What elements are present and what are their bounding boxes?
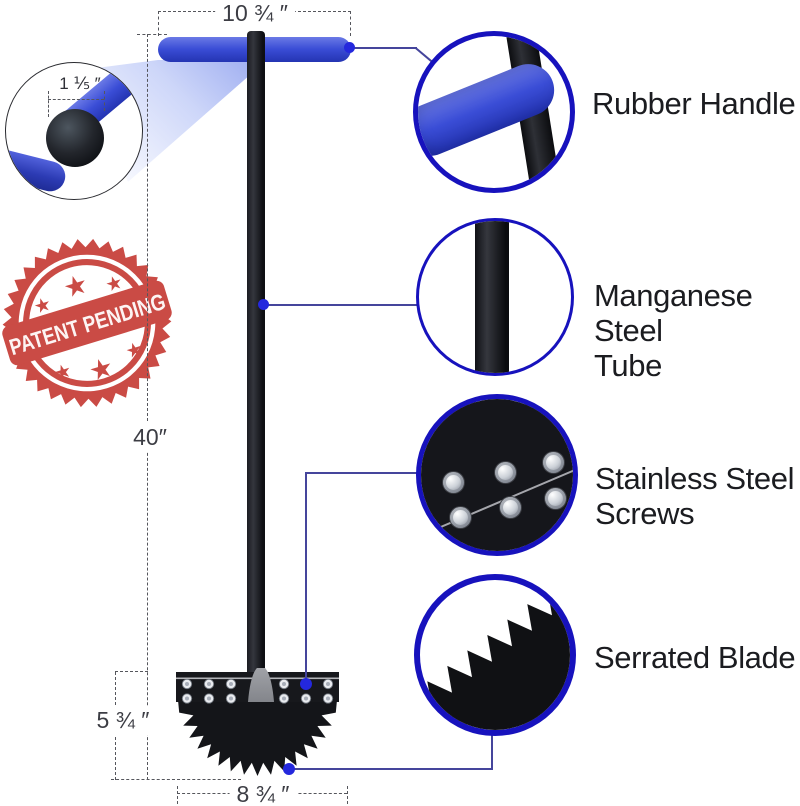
- serrated-blade-graphic: [176, 668, 339, 776]
- connector-blade-horizontal: [289, 768, 493, 770]
- blade-width-tick-left: [177, 786, 178, 804]
- label-stainless-steel-screws: Stainless Steel Screws: [595, 461, 794, 531]
- blade-width-label: 8 ¾ ″: [229, 780, 297, 806]
- blade-socket-wedge: [248, 668, 274, 702]
- label-rubber-handle: Rubber Handle: [592, 86, 796, 121]
- handle-joint-magnifier: 1 ⅕ ″: [5, 62, 143, 200]
- stamp-star: ★: [51, 358, 74, 385]
- grip-diameter-dim-line: [48, 99, 104, 100]
- zoomed-steel-tube: [475, 221, 509, 373]
- label-serrated-blade: Serrated Blade: [594, 640, 796, 675]
- screw-icon: [443, 472, 464, 493]
- screw-icon: [495, 462, 516, 483]
- screw-icon: [500, 497, 521, 518]
- callout-steel-tube-circle: [416, 218, 574, 376]
- label-manganese-steel-tube: Manganese Steel Tube: [594, 278, 800, 383]
- callout-rubber-handle-circle: [413, 31, 575, 193]
- handle-width-label: 10 ¾ ″: [215, 0, 295, 28]
- handle-width-tick-right: [350, 11, 351, 36]
- stamp-star: ★: [102, 270, 125, 297]
- blade-height-tick-bottom: [111, 779, 241, 780]
- screw-icon: [545, 488, 566, 509]
- stamp-star: ★: [31, 292, 54, 319]
- connector-screws-vertical: [305, 472, 307, 682]
- zoomed-joint-ball: [46, 109, 104, 167]
- grip-diameter-tick-left: [48, 91, 49, 117]
- shaft-length-dim-line: [147, 34, 148, 780]
- marker-dot-shaft: [258, 299, 269, 310]
- steel-shaft: [247, 31, 265, 677]
- shaft-length-label: 40″: [126, 423, 174, 452]
- marker-dot-blade: [283, 763, 295, 775]
- screw-icon: [450, 507, 471, 528]
- label-line: Rubber Handle: [592, 86, 796, 121]
- label-line: Screws: [595, 496, 695, 531]
- connector-blade-vertical: [491, 735, 493, 769]
- label-line: Tube: [594, 348, 662, 383]
- screw-icon: [543, 452, 564, 473]
- grip-diameter-label: 1 ⅕ ″: [59, 74, 101, 93]
- label-line: Stainless Steel: [595, 461, 795, 496]
- blade-height-tick-top: [115, 671, 148, 672]
- label-line: Manganese Steel: [594, 278, 753, 348]
- callout-screws-circle: [416, 394, 578, 556]
- zoomed-serrated-edge: [420, 588, 570, 730]
- marker-dot-handle: [344, 42, 355, 53]
- grip-diameter-tick-right: [104, 91, 105, 111]
- handle-width-tick-left: [158, 11, 159, 36]
- connector-screws-horizontal: [305, 472, 417, 474]
- connector-handle: [350, 47, 417, 49]
- patent-pending-stamp: ★ ★ ★ ★ ★ ★ PATENT PENDING: [2, 238, 172, 408]
- callout-serrated-blade-circle: [414, 574, 576, 736]
- blade-height-label: 5 ¾ ″: [89, 706, 157, 735]
- marker-dot-screws: [300, 678, 312, 690]
- blade-width-tick-right: [347, 786, 348, 804]
- label-line: Serrated Blade: [594, 640, 796, 675]
- connector-shaft: [264, 304, 417, 306]
- stamp-star: ★: [123, 336, 146, 363]
- shaft-length-tick-top: [137, 34, 167, 35]
